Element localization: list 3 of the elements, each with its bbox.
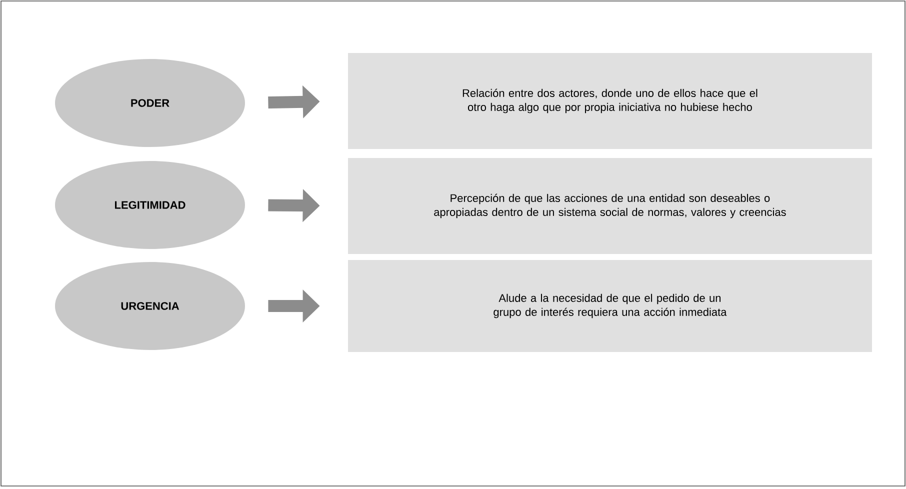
definition-box: Percepción de que las acciones de una entidad son deseables o apropiadas dentro de un sistema social de normas, valores y creencias — [348, 158, 872, 254]
definition-box: Alude a la necesidad de que el pedido de un grupo de interés requiera una acción inmediata — [348, 260, 872, 352]
definition-box: Relación entre dos actores, donde uno de ellos hace que el otro haga algo que por propia iniciativa no hubiese hecho — [348, 53, 872, 149]
